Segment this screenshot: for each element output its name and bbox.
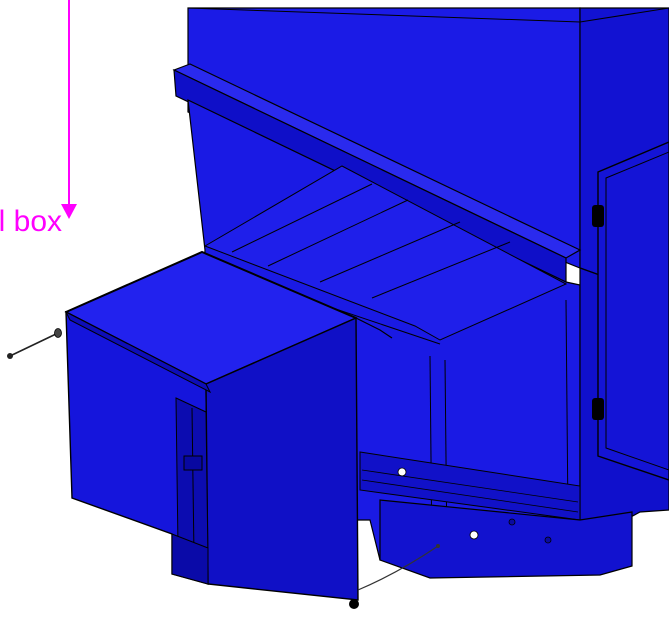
locking-pin-washer bbox=[54, 328, 62, 338]
locking-pin-head bbox=[7, 353, 13, 359]
bolt-hole-4 bbox=[544, 536, 552, 544]
locking-pin-shaft bbox=[9, 333, 57, 357]
bolt-hole-1 bbox=[397, 467, 407, 477]
shelf-top bbox=[203, 165, 568, 341]
front-divider-3 bbox=[565, 299, 569, 521]
toolbox-slide-rail bbox=[355, 317, 393, 339]
housing-top-seam bbox=[187, 7, 669, 23]
shelf-line-2 bbox=[267, 199, 409, 267]
toolbox-foot bbox=[171, 533, 209, 585]
cable-end-left bbox=[436, 544, 440, 548]
bolt-hole-3 bbox=[508, 518, 516, 526]
toolbox-lip bbox=[64, 310, 212, 394]
base-detail-2 bbox=[361, 479, 579, 513]
toolbox-caster bbox=[349, 599, 359, 609]
callout-label: ol box bbox=[0, 205, 63, 238]
base-plinth bbox=[379, 499, 633, 579]
side-door bbox=[597, 141, 669, 481]
bolt-hole-2 bbox=[469, 530, 479, 540]
restraint-cable bbox=[357, 545, 439, 591]
callout-arrowhead bbox=[61, 204, 77, 219]
side-door-inner bbox=[605, 151, 669, 471]
door-hinge-bottom bbox=[592, 398, 604, 420]
base-detail-1 bbox=[361, 469, 579, 503]
toolbox-handle bbox=[183, 455, 203, 471]
shelf-line-4 bbox=[371, 241, 511, 299]
door-hinge-top bbox=[592, 205, 604, 227]
toolbox-rear-rim bbox=[65, 250, 357, 319]
toolbox-slot-1 bbox=[191, 407, 195, 557]
shelf-line-1 bbox=[231, 183, 373, 253]
shelf-line-3 bbox=[319, 221, 461, 283]
